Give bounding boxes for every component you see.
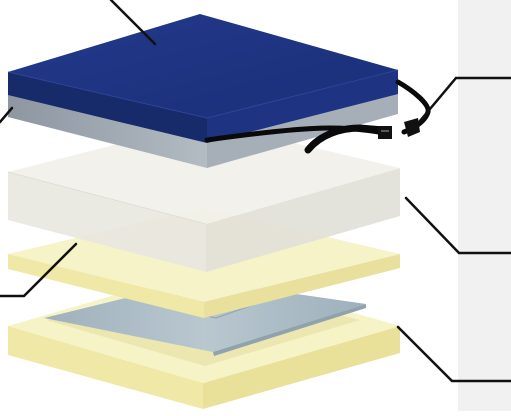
cover-front-left	[8, 72, 207, 143]
buckle-highlight	[381, 130, 389, 132]
translucent-front-right	[206, 168, 400, 272]
side-panel	[458, 0, 511, 411]
cover-top-edge	[7, 71, 208, 119]
translucent-top	[8, 122, 400, 224]
strap-loose-end	[304, 124, 388, 154]
leader-translucent-layer	[404, 196, 511, 255]
yellow-layer-front-right	[204, 254, 400, 318]
gel-sheet-edge	[213, 304, 366, 356]
translucent-edge-line	[7, 171, 207, 225]
translucent-front-left	[8, 172, 206, 272]
leader-base-frame	[396, 325, 511, 383]
cover-base-front-left	[8, 91, 207, 168]
base-frame-front-right	[203, 326, 400, 409]
yellow-layer-front-left	[8, 254, 204, 318]
strap-buckle-right	[404, 118, 420, 137]
leader-cover-top	[109, 0, 157, 46]
leader-strap	[412, 76, 511, 130]
translucent-foam-layer	[7, 122, 400, 272]
leader-lines	[0, 0, 511, 383]
leader-cover-left	[0, 106, 14, 124]
cover-front-right	[207, 70, 398, 143]
blue-cover-layer	[7, 14, 399, 168]
strap-buckle-left	[378, 126, 392, 139]
side-panel-rect	[458, 0, 511, 411]
base-frame-front-left	[8, 326, 203, 409]
leader-yellow-layer	[0, 242, 78, 298]
cover-top-edge-right	[206, 69, 399, 119]
cover-top	[8, 14, 398, 118]
